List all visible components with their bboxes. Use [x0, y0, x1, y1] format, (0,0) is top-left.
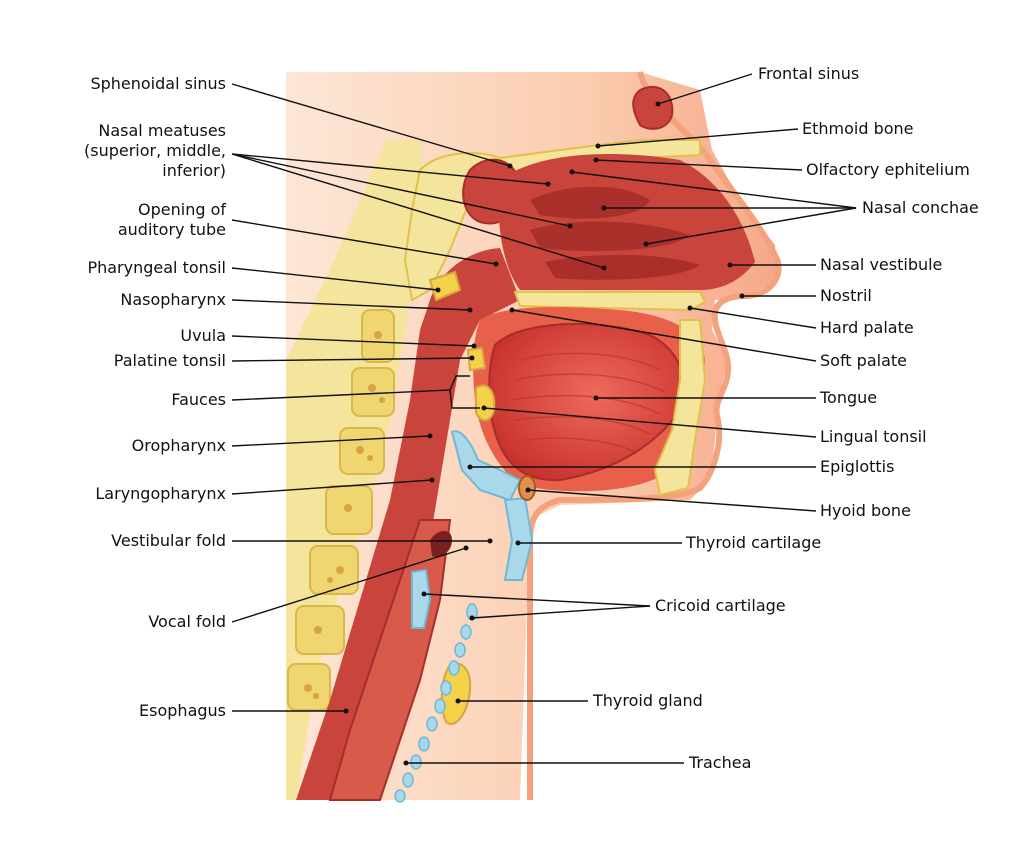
label-vestibular-fold: Vestibular fold	[111, 531, 226, 550]
vertebra-pores	[304, 331, 385, 699]
label-lingual-tonsil: Lingual tonsil	[820, 427, 927, 446]
cricoid-cartilage-shape	[411, 568, 432, 629]
label-soft-palate: Soft palate	[820, 351, 907, 370]
label-frontal-sinus: Frontal sinus	[758, 64, 860, 83]
label-cricoid-cartilage: Cricoid cartilage	[655, 596, 786, 615]
label-palatine-tonsil: Palatine tonsil	[113, 351, 226, 370]
label-thyroid-cartilage: Thyroid cartilage	[686, 533, 822, 552]
label-nasal-meatuses: Nasal meatuses (superior, middle, inferi…	[84, 121, 226, 180]
face-skin-outline	[527, 71, 782, 800]
frontal-sinus-shape	[632, 85, 674, 130]
label-sphenoidal-sinus: Sphenoidal sinus	[90, 74, 226, 93]
label-nasal-conchae: Nasal conchae	[862, 198, 979, 217]
label-ethmoid-bone: Ethmoid bone	[802, 119, 914, 138]
label-trachea: Trachea	[689, 753, 752, 772]
vestibular-fold-shape	[430, 531, 452, 558]
label-olfactory-epithelium: Olfactory ephitelium	[806, 160, 970, 179]
label-thyroid-gland: Thyroid gland	[593, 691, 703, 710]
trachea-rings	[394, 603, 478, 803]
label-fauces: Fauces	[171, 390, 226, 409]
label-tongue: Tongue	[820, 388, 878, 407]
palatine-tonsil-shape	[466, 346, 487, 372]
epiglottis-shape	[450, 430, 522, 502]
label-vocal-fold: Vocal fold	[148, 612, 226, 631]
label-hyoid-bone: Hyoid bone	[820, 501, 911, 520]
label-nasal-vestibule: Nasal vestibule	[820, 255, 943, 274]
pharynx-wall	[296, 248, 520, 800]
label-epiglottis: Epiglottis	[820, 457, 895, 476]
thyroid-gland-shape	[440, 662, 472, 725]
leader-dots	[343, 101, 745, 766]
label-hard-palate: Hard palate	[820, 318, 914, 337]
label-opening-auditory-tube: Opening of auditory tube	[117, 200, 226, 239]
label-nasopharynx: Nasopharynx	[120, 290, 226, 309]
label-esophagus: Esophagus	[139, 701, 226, 720]
leader-lines	[231, 73, 857, 764]
label-nostril: Nostril	[820, 286, 872, 305]
label-uvula: Uvula	[180, 326, 226, 345]
label-oropharynx: Oropharynx	[131, 436, 226, 455]
label-laryngopharynx: Laryngopharynx	[95, 484, 226, 503]
label-pharyngeal-tonsil: Pharyngeal tonsil	[87, 258, 226, 277]
tongue-muscle-lines	[511, 352, 666, 453]
lingual-tonsil-shape	[475, 384, 496, 421]
pharyngeal-tonsil-shape	[428, 270, 462, 302]
mandible-bone	[653, 319, 707, 497]
hard-palate-shape	[513, 291, 707, 312]
